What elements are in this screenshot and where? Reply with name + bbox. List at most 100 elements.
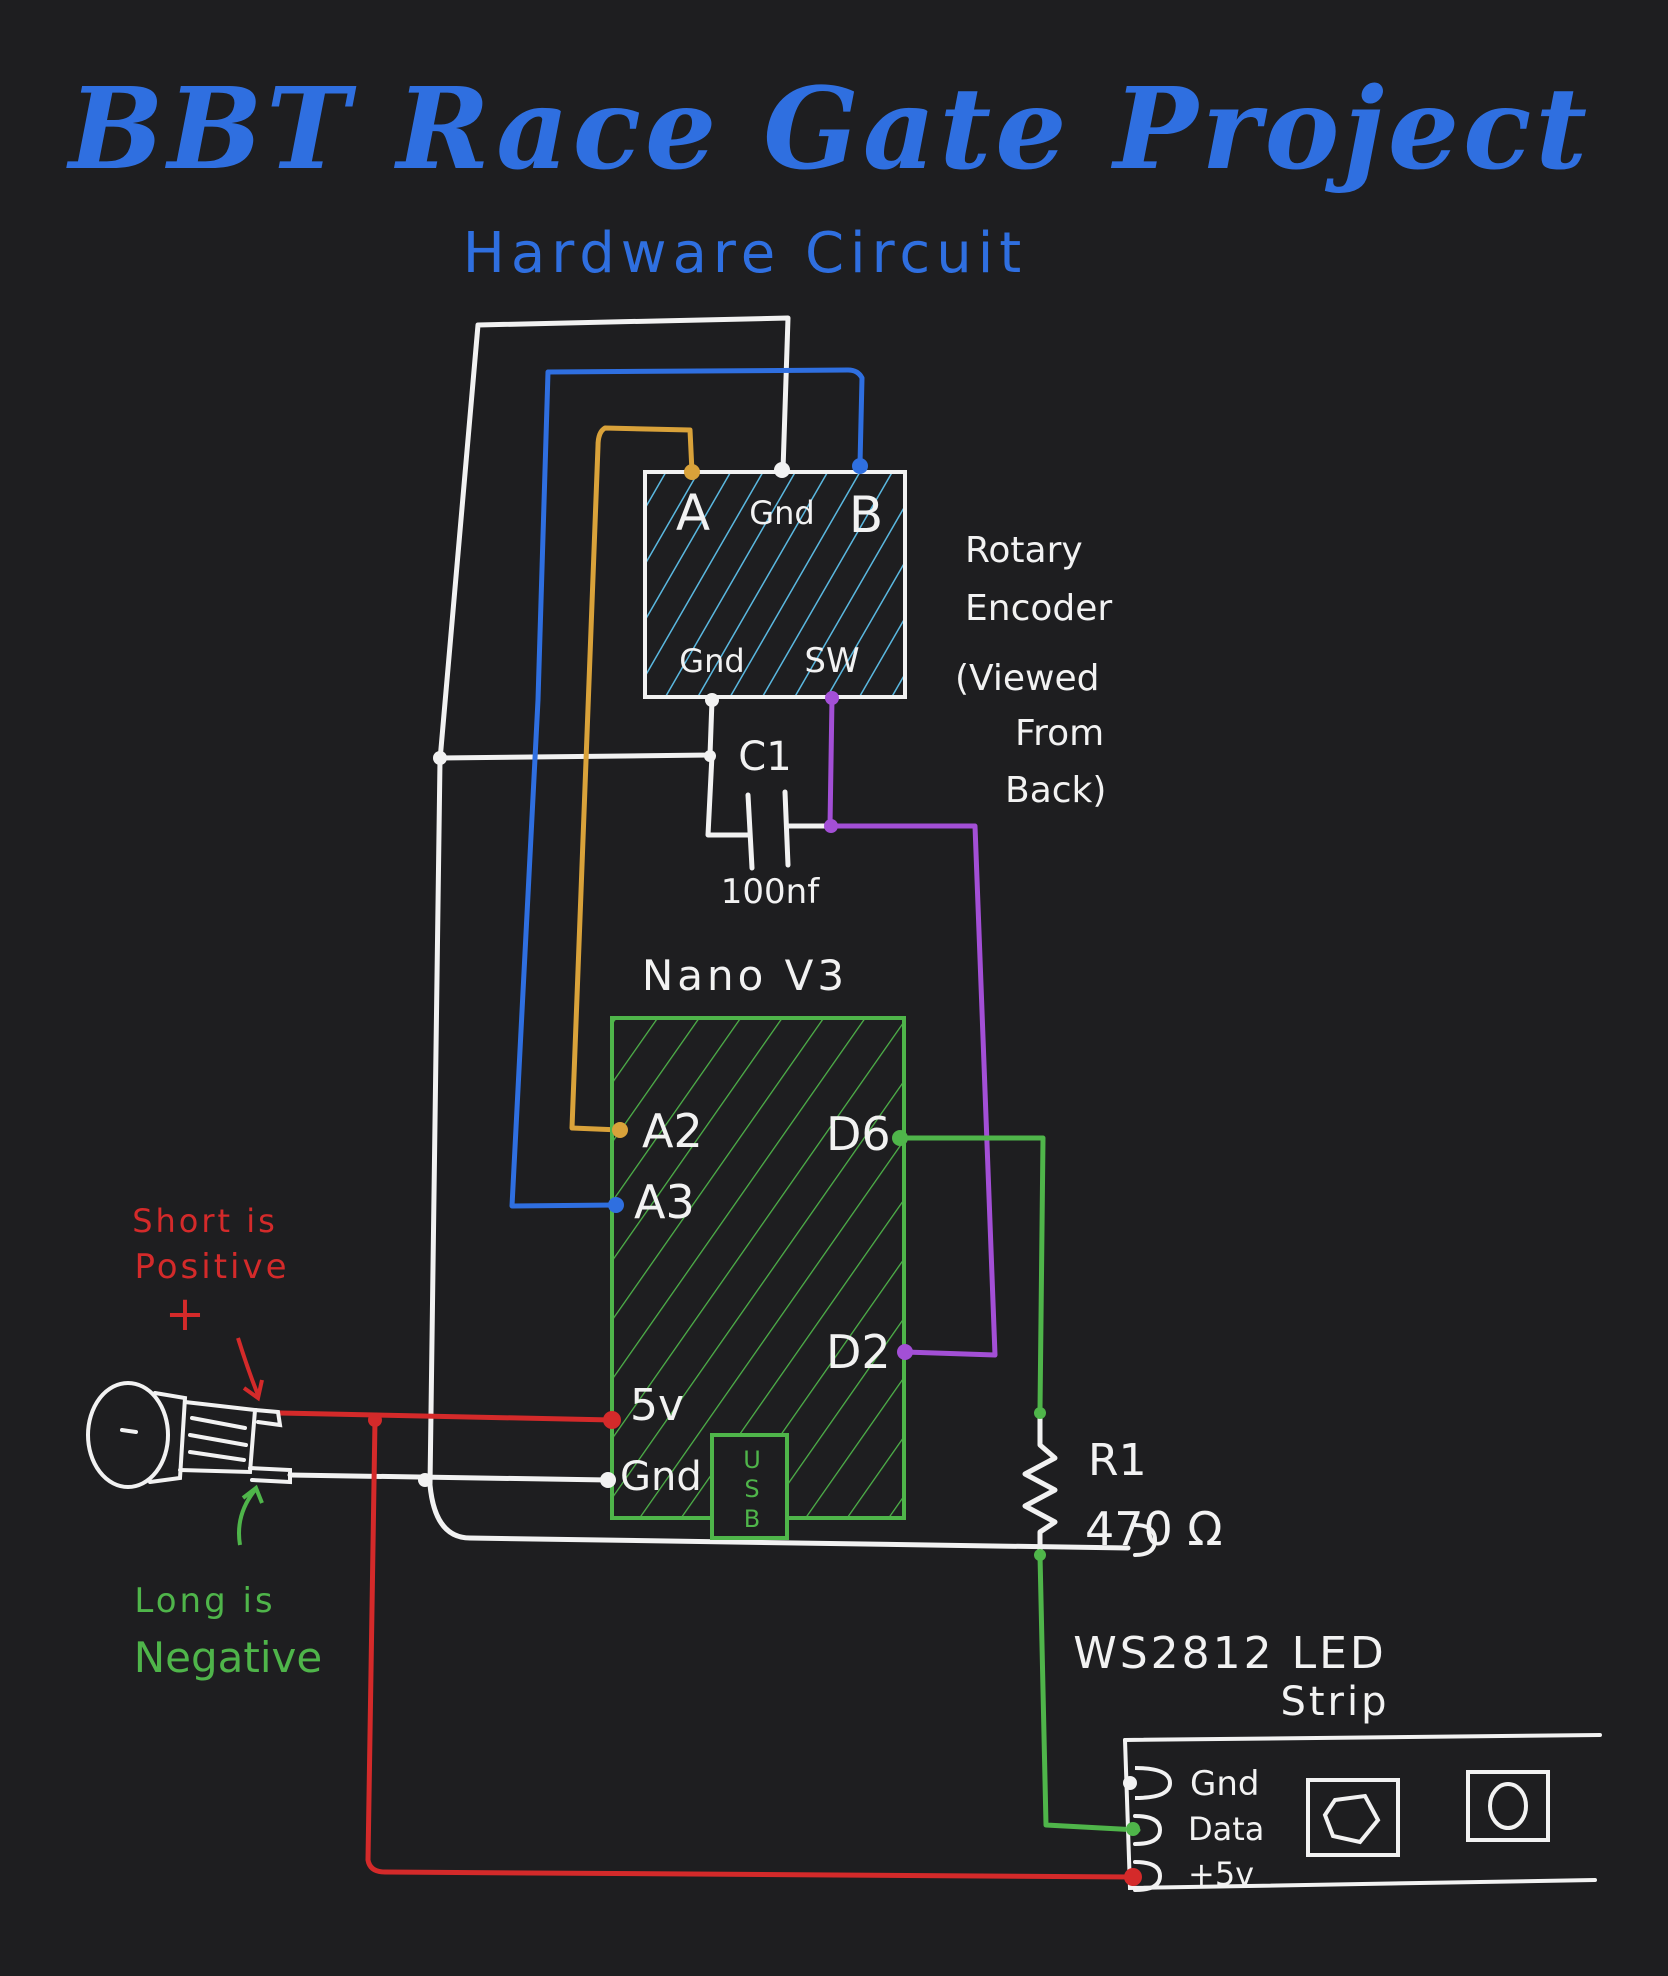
usb-letter-b: B <box>744 1505 760 1533</box>
junction-c1-sw <box>824 819 838 833</box>
led-data-dot <box>1126 1822 1140 1836</box>
encoder-pin-sw: SW <box>804 641 859 681</box>
wire-gnd-encoder-bottom <box>437 697 715 761</box>
nano-d6-dot <box>892 1130 908 1146</box>
jack-plus-sign: + <box>165 1286 205 1342</box>
led-pin-data: Data <box>1188 1810 1264 1848</box>
encoder-label-4: From <box>1015 713 1104 754</box>
led-pixel-1-chip <box>1322 1793 1381 1845</box>
dc-jack <box>86 1381 292 1489</box>
encoder-pin-gnd-top: Gnd <box>749 494 814 532</box>
jack-positive-arrow <box>236 1337 260 1396</box>
encoder-sw-dot <box>825 691 839 705</box>
encoder-label-1: Rotary <box>965 530 1083 571</box>
capacitor-plate-left <box>745 792 755 871</box>
nano-usb-port <box>710 1433 789 1540</box>
wire-5v-to-led <box>365 1417 1136 1880</box>
wire-gnd-main <box>427 315 1131 1551</box>
capacitor-plate-right <box>782 789 791 868</box>
wire-sw-to-c1 <box>827 695 835 829</box>
jack-thread <box>188 1416 248 1462</box>
jack-pin <box>120 1428 138 1434</box>
nano-board: U S B A2 A3 D6 D2 5v Gnd <box>600 1016 913 1540</box>
junction-white-jack <box>418 1473 432 1487</box>
nano-pin-a3: A3 <box>634 1175 695 1229</box>
led-5v-dot <box>1124 1868 1142 1886</box>
led-pixel-2-chip <box>1488 1782 1528 1830</box>
encoder-gnd-top-dot <box>774 462 790 478</box>
wire-encoder-b-to-a3 <box>509 367 865 1209</box>
encoder-pin-b: B <box>849 486 883 544</box>
encoder-pin-gnd-bottom: Gnd <box>679 642 744 680</box>
nano-pin-d6: D6 <box>826 1107 891 1161</box>
led-pixel-1 <box>1306 1778 1400 1857</box>
encoder-label-5: Back) <box>1005 770 1106 811</box>
encoder-label-3: (Viewed <box>955 658 1099 699</box>
capacitor-value: 100nf <box>721 872 820 912</box>
nano-a2-dot <box>612 1122 628 1138</box>
nano-pin-5v: 5v <box>630 1380 684 1431</box>
led-connector-data <box>1133 1814 1163 1846</box>
led-connector-gnd <box>1133 1523 1158 1557</box>
led-strip-outline <box>1123 1738 1597 1891</box>
resistor-name: R1 <box>1088 1435 1147 1486</box>
capacitor-name: C1 <box>738 734 791 780</box>
jack-collar <box>148 1391 188 1484</box>
wire-c1-left <box>705 752 751 838</box>
nano-pin-a2: A2 <box>642 1104 703 1158</box>
nano-pin-d2: D2 <box>826 1325 891 1379</box>
jack-body <box>178 1400 258 1475</box>
encoder-gnd-bottom-dot <box>705 693 719 707</box>
jack-lead-positive <box>253 1408 283 1428</box>
led-gnd-notch <box>1134 1766 1173 1800</box>
led-label-2: Strip <box>1280 1679 1389 1725</box>
encoder-b-dot <box>852 458 868 474</box>
wire-jack-gnd <box>287 1472 611 1483</box>
nano-gnd-dot <box>600 1472 616 1488</box>
rotary-encoder: A Gnd B Gnd SW <box>643 458 907 707</box>
r1-top-dot <box>1034 1407 1046 1419</box>
jack-short-label-2: Positive <box>134 1247 289 1287</box>
led-pin-gnd: Gnd <box>1190 1764 1259 1804</box>
usb-letter-s: S <box>744 1475 759 1503</box>
jack-negative-arrow <box>237 1488 257 1546</box>
junction-gnd-1 <box>433 751 447 765</box>
nano-pin-gnd: Gnd <box>620 1454 702 1500</box>
nano-a3-dot <box>608 1197 624 1213</box>
led-pixel-2 <box>1466 1770 1550 1842</box>
jack-positive-arrowhead <box>242 1379 264 1402</box>
jack-negative-arrowhead <box>241 1484 264 1504</box>
resistor-zigzag <box>1022 1407 1058 1558</box>
wire-jack-5v <box>277 1410 615 1423</box>
wire-encoder-a-to-a2 <box>569 425 695 1133</box>
led-gnd-dot <box>1123 1776 1137 1790</box>
jack-long-label-2: Negative <box>134 1633 323 1682</box>
diagram-title: BBT Race Gate Project <box>66 64 1591 195</box>
nano-5v-dot <box>603 1411 621 1429</box>
led-pin-5v: +5v <box>1188 1855 1254 1893</box>
jack-lead-negative <box>248 1466 292 1485</box>
capacitor-c1 <box>745 789 833 871</box>
jack-face <box>86 1381 170 1489</box>
wire-d6-to-r1 <box>897 1135 1046 1413</box>
encoder-label-2: Encoder <box>965 588 1112 629</box>
encoder-pin-a: A <box>676 484 710 542</box>
led-strip-top-edge <box>1123 1733 1602 1742</box>
encoder-a-dot <box>684 464 700 480</box>
nano-label: Nano V3 <box>642 951 848 1000</box>
led-label-1: WS2812 LED <box>1073 1628 1387 1679</box>
wire-r1-to-data <box>1037 1552 1141 1833</box>
encoder-body <box>643 470 907 699</box>
led-strip <box>1123 1523 1602 1892</box>
jack-long-label-1: Long is <box>134 1581 275 1621</box>
usb-letter-u: U <box>743 1446 761 1474</box>
led-connector-5v <box>1133 1860 1163 1892</box>
resistor-r1 <box>1022 1407 1058 1558</box>
jack-short-label-1: Short is <box>132 1202 278 1240</box>
junction-gnd-2 <box>704 750 716 762</box>
nano-d2-dot <box>897 1344 913 1360</box>
wire-c1-to-d2 <box>829 823 998 1358</box>
junction-red <box>368 1413 382 1427</box>
